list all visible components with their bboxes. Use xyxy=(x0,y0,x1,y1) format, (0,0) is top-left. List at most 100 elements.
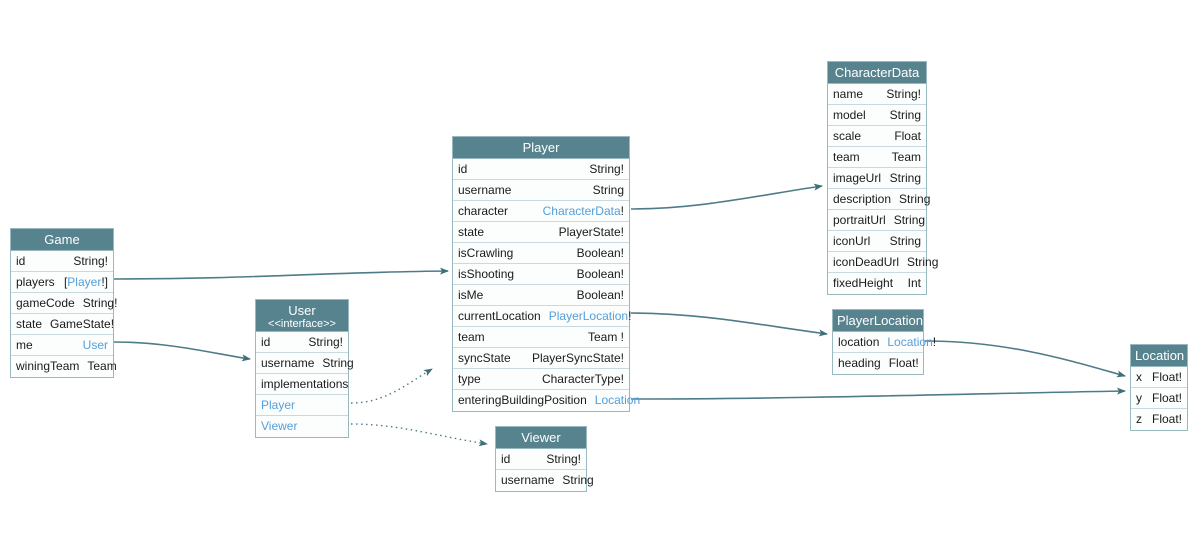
node-title: CharacterData xyxy=(834,65,920,80)
field-name: username xyxy=(501,473,555,487)
field-type: String xyxy=(889,170,921,185)
field-name: id xyxy=(501,451,511,466)
field-type[interactable]: [Player!] xyxy=(63,274,108,289)
field-name: scale xyxy=(833,128,862,143)
field-name: isCrawling xyxy=(458,245,514,260)
node-header-user: User<<interface>> xyxy=(256,300,348,332)
field-type: Float! xyxy=(1151,369,1182,384)
field-name: syncState xyxy=(458,350,511,365)
field-name: name xyxy=(833,86,864,101)
field-name: id xyxy=(261,334,271,349)
field-row: scale Float xyxy=(828,126,926,147)
field-type: String xyxy=(907,254,939,269)
field-row: username String xyxy=(496,470,594,491)
field-row: z Float! xyxy=(1131,409,1187,430)
field-type: String xyxy=(889,107,921,122)
edge-player-character-to-characterdata xyxy=(630,183,823,210)
field-name: type xyxy=(458,371,481,386)
field-name: isMe xyxy=(458,287,484,302)
field-name: gameCode xyxy=(16,295,75,310)
field-name: z xyxy=(1136,412,1142,426)
edge-game-players-to-player xyxy=(113,267,449,280)
edge-playerlocation-location-to-location xyxy=(924,340,1126,378)
field-name: heading xyxy=(838,356,881,370)
field-row: imageUrl String xyxy=(828,168,926,189)
field-type[interactable]: CharacterData! xyxy=(542,203,624,218)
field-type: String xyxy=(562,473,594,487)
edge-game-me-to-user xyxy=(113,341,251,362)
field-name: id xyxy=(458,161,468,176)
field-row: type CharacterType! xyxy=(453,369,629,390)
node-header-playerlocation: PlayerLocation xyxy=(833,310,923,332)
field-type: String! xyxy=(82,295,118,310)
field-type[interactable]: User xyxy=(82,337,108,352)
field-row[interactable]: Player xyxy=(256,395,348,416)
field-name: currentLocation xyxy=(458,308,541,323)
field-type[interactable]: PlayerLocation! xyxy=(548,308,632,323)
field-name: fixedHeight xyxy=(833,276,894,290)
field-type: Float xyxy=(894,128,921,143)
field-type: String xyxy=(592,182,624,197)
field-row: id String! xyxy=(453,159,629,180)
node-viewer[interactable]: Viewer id String! username String xyxy=(495,426,594,492)
node-header-characterdata: CharacterData xyxy=(828,62,926,84)
field-type: Float! xyxy=(1151,412,1182,426)
field-type: Team ! xyxy=(587,329,624,344)
field-type: Team xyxy=(87,359,117,373)
field-type: String xyxy=(322,355,354,370)
field-row: username String xyxy=(256,353,354,374)
edge-player-currentlocation-to-playerlocation xyxy=(630,312,828,337)
node-title: PlayerLocation xyxy=(837,313,923,328)
node-title: Game xyxy=(44,232,80,247)
field-row: isMe Boolean! xyxy=(453,285,629,306)
field-type: CharacterType! xyxy=(541,371,624,386)
field-name: imageUrl xyxy=(833,170,882,185)
field-type: PlayerState! xyxy=(558,224,624,239)
field-type[interactable]: Location! xyxy=(887,334,937,349)
field-type: Boolean! xyxy=(576,266,624,281)
field-name: isShooting xyxy=(458,266,515,281)
field-type: GameState! xyxy=(50,316,115,331)
node-title: Viewer xyxy=(521,430,561,445)
edge-player-enteringbuildingposition-to-location xyxy=(630,387,1126,400)
field-type: String! xyxy=(546,451,581,466)
field-name: iconDeadUrl xyxy=(833,254,900,269)
field-name: username xyxy=(261,355,315,370)
field-type: String! xyxy=(308,334,343,349)
field-name: team xyxy=(833,149,860,164)
field-type: String xyxy=(893,212,926,227)
field-name: Viewer xyxy=(261,419,298,433)
field-type: Boolean! xyxy=(576,287,624,302)
field-row: implementations xyxy=(256,374,348,395)
field-name: id xyxy=(16,253,26,268)
node-header-viewer: Viewer xyxy=(496,427,586,449)
node-stereotype: <<interface>> xyxy=(268,318,336,330)
field-row: id String! xyxy=(256,332,348,353)
field-type[interactable]: Location xyxy=(594,393,641,407)
node-header-location: Location xyxy=(1131,345,1187,367)
field-name: enteringBuildingPosition xyxy=(458,393,587,407)
field-name: state xyxy=(16,316,43,331)
node-user[interactable]: User<<interface>> id String! username String… xyxy=(255,299,354,438)
field-row[interactable]: Viewer xyxy=(256,416,348,437)
edge-user-implements-viewer xyxy=(350,423,488,447)
field-name: y xyxy=(1136,390,1142,405)
field-type: String! xyxy=(589,161,624,176)
